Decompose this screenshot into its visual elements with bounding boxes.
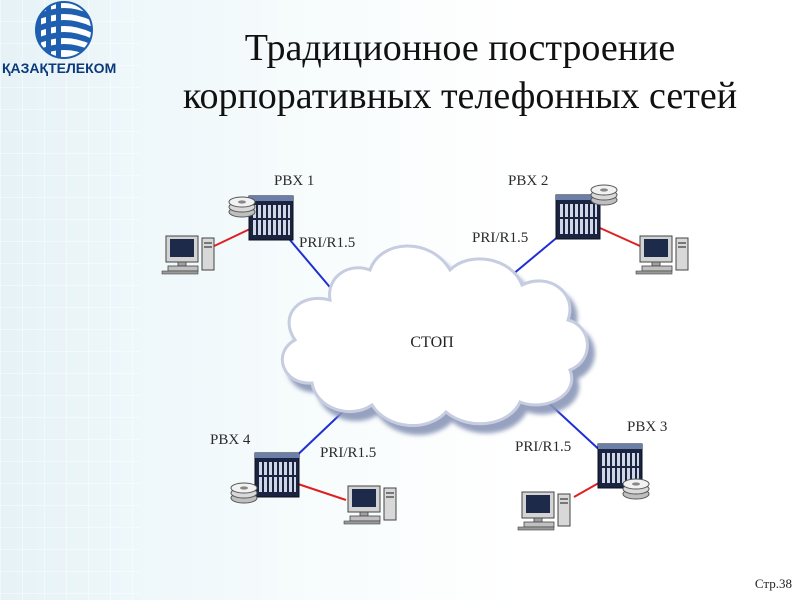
pbx4-pc-icon [344, 486, 396, 524]
pbx1-link-label: PRI/R1.5 [299, 235, 355, 252]
pbx4-label: PBX 4 [210, 432, 250, 449]
page-number: Стр.38 [755, 576, 792, 592]
pbx1-node [162, 196, 293, 274]
cloud-label: СТОП [410, 334, 454, 351]
pbx4-link-label: PRI/R1.5 [320, 445, 376, 462]
pbx2-pc-icon [636, 236, 688, 274]
local-link-pbx4 [298, 484, 346, 500]
pbx1-pc-icon [162, 236, 214, 274]
pbx1-label: PBX 1 [274, 173, 314, 190]
pbx4-disk-icon [231, 483, 257, 503]
local-link-pbx1 [210, 228, 252, 248]
pbx3-disk-icon [623, 479, 649, 499]
pbx2-disk-icon [591, 185, 617, 205]
pbx4-cabinet-icon [255, 453, 299, 497]
pbx1-disk-icon [229, 197, 255, 217]
pbx1-cabinet-icon [249, 196, 293, 240]
pbx3-label: PBX 3 [627, 419, 667, 436]
pbx2-node [556, 185, 688, 274]
local-link-pbx2 [600, 228, 640, 246]
pbx2-link-label: PRI/R1.5 [472, 230, 528, 247]
pbx3-node [518, 444, 649, 530]
pbx3-link-label: PRI/R1.5 [515, 439, 571, 456]
pbx3-pc-icon [518, 492, 570, 530]
pbx2-label: PBX 2 [508, 173, 548, 190]
